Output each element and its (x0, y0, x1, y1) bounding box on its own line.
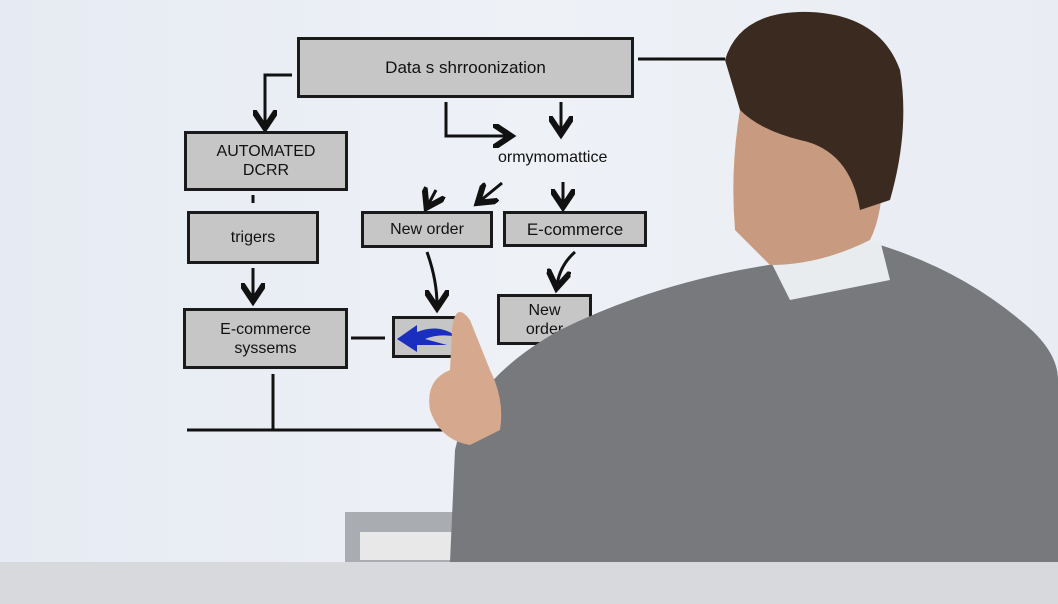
blue-arrow-icon (397, 325, 457, 352)
triggers-box: trigers (187, 211, 319, 264)
new-order-box: New order (361, 211, 493, 248)
new-order-2-line-1: New (528, 301, 561, 319)
title-box-label: Data s shrroonization (385, 58, 546, 77)
triggers-label: trigers (230, 229, 276, 246)
automated-line-2: DCRR (242, 162, 290, 179)
title-box: Data s shrroonization (297, 37, 634, 98)
floating-label: ormymomattice (498, 149, 608, 166)
ecommerce-systems-line-2: syssems (234, 339, 297, 357)
automated-line-1: AUTOMATED (216, 143, 316, 160)
new-order-2-line-2: order (525, 320, 564, 338)
hair (725, 11, 904, 210)
new-order-label: New order (390, 221, 464, 238)
desk-edge (0, 562, 1058, 604)
ecommerce-label: E-commerce (526, 219, 624, 239)
ecommerce-systems-line-1: E-commerce (220, 320, 311, 338)
keyboard-icon (360, 532, 465, 560)
suit-jacket (450, 245, 1058, 562)
hand (429, 312, 502, 445)
automated-box: AUTOMATED DCRR (184, 131, 348, 191)
ecommerce-box: E-commerce (503, 211, 647, 247)
